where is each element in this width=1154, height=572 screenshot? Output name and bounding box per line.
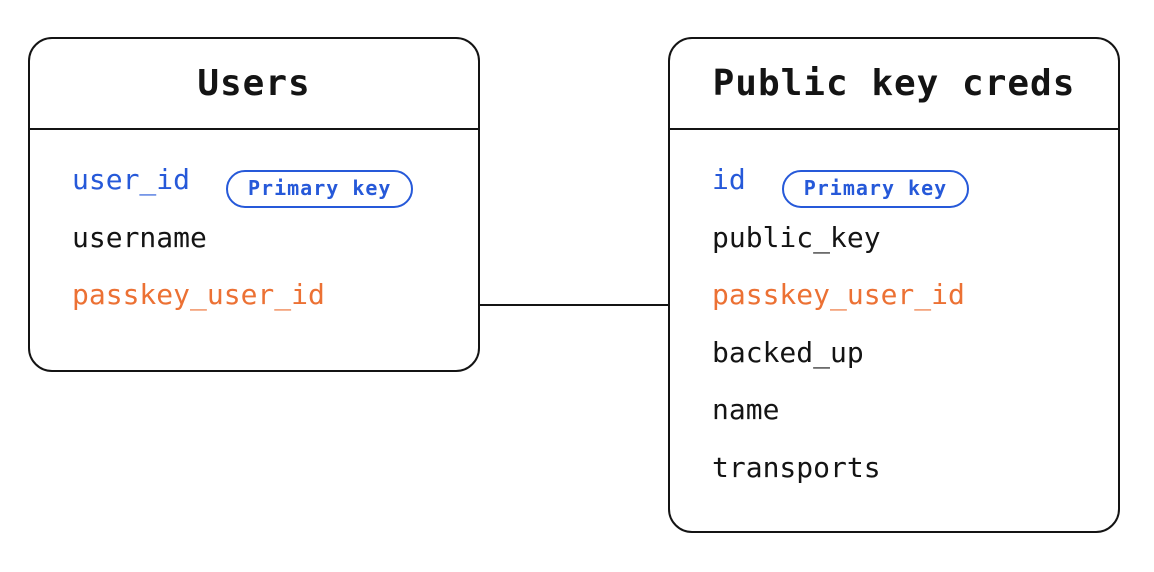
field-row: public_key [712, 209, 1118, 267]
field-name: backed_up [712, 335, 864, 369]
field-name: passkey_user_id [712, 278, 965, 312]
field-row: transports [712, 439, 1118, 497]
field-name: public_key [712, 220, 881, 254]
field-name: transports [712, 450, 881, 484]
field-name: id [712, 163, 746, 197]
field-row: username [72, 209, 478, 267]
field-row: passkey_user_id [712, 266, 1118, 324]
primary-key-badge: Primary key [781, 169, 970, 208]
entity-table-public-key-creds: Public key creds id Primary key public_key… [668, 37, 1120, 533]
field-row: id Primary key [712, 151, 1118, 209]
field-row: name [712, 381, 1118, 439]
field-row: backed_up [712, 324, 1118, 382]
field-name: username [72, 220, 207, 254]
field-row: passkey_user_id [72, 266, 478, 324]
primary-key-badge: Primary key [226, 169, 414, 208]
field-name: user_id [72, 163, 191, 197]
entity-title: Public key creds [670, 39, 1118, 130]
entity-table-users: Users user_id Primary key username passkey_… [28, 37, 480, 372]
entity-fields: user_id Primary key username passkey_user_i… [30, 130, 478, 324]
field-name: passkey_user_id [72, 278, 325, 312]
field-row: user_id Primary key [72, 151, 478, 209]
field-name: name [712, 393, 780, 427]
entity-title: Users [30, 39, 478, 130]
relationship-line [480, 304, 668, 306]
